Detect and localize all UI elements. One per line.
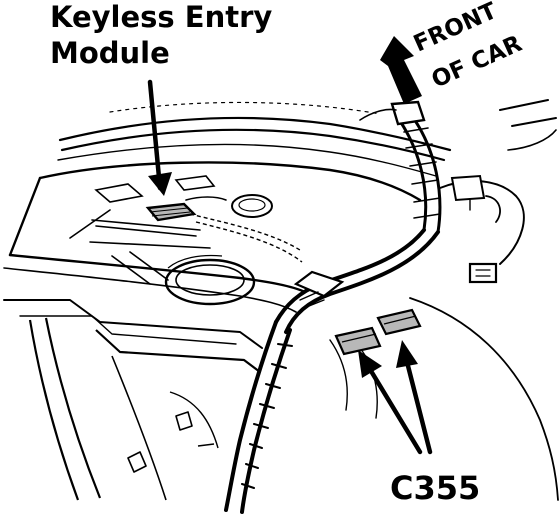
module-pointer-arrow (147, 79, 172, 196)
c355-connector-left (334, 326, 382, 356)
windshield-edge (57, 101, 452, 177)
keyless-entry-module (145, 202, 197, 222)
speaker-opening-center (164, 254, 256, 306)
keyless-entry-module-label-line-1: Keyless Entry (50, 0, 273, 34)
dashed-wiring (189, 213, 303, 263)
connector-c355-label: C355 (390, 469, 481, 507)
package-shelf (3, 161, 422, 349)
shelf-trim (69, 175, 227, 285)
quarter-panel (28, 317, 261, 501)
trunk-hinge-harness (359, 100, 442, 234)
main-wiring-harness (224, 228, 440, 514)
c355-pointer-arrows (358, 340, 433, 455)
c355-connector-right (376, 308, 422, 336)
front-of-car-arrow (380, 36, 422, 104)
keyless-entry-module-label-line-2: Module (50, 36, 170, 70)
speaker-opening-rear (231, 194, 273, 218)
